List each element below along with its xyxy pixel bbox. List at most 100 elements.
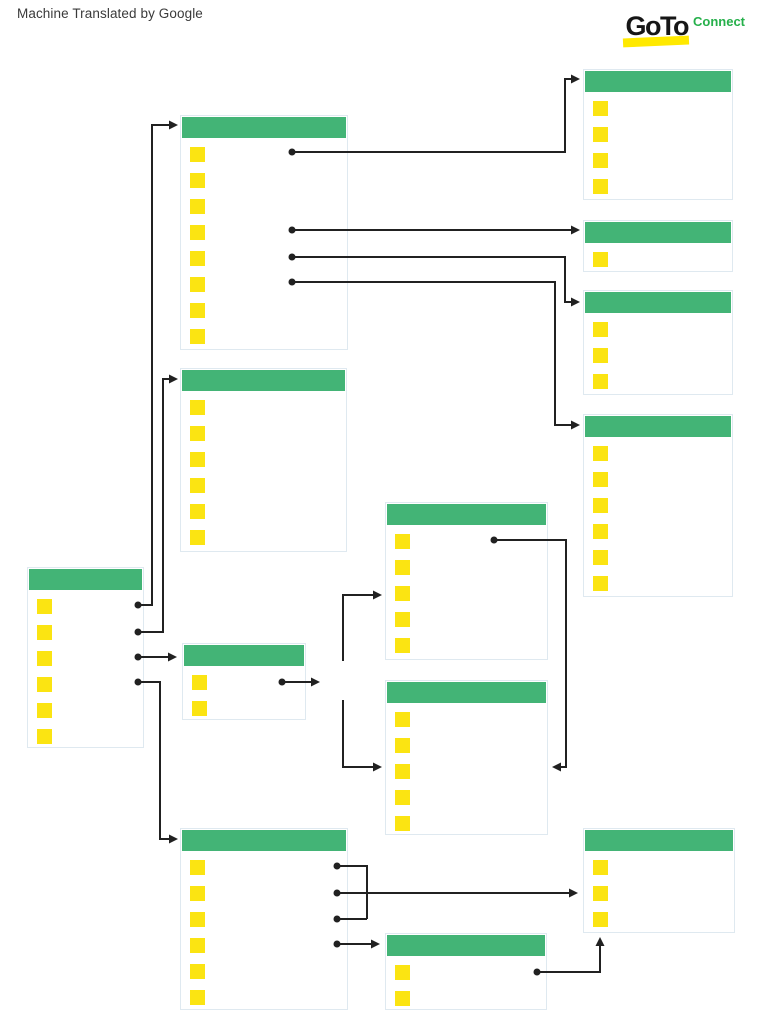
redacted-item bbox=[593, 886, 608, 901]
redacted-item bbox=[593, 446, 608, 461]
redacted-item bbox=[190, 964, 205, 979]
arrowhead-icon bbox=[569, 888, 578, 898]
redacted-item bbox=[190, 400, 205, 415]
connector-dot-icon bbox=[134, 601, 142, 609]
redacted-item bbox=[395, 560, 410, 575]
box-header bbox=[182, 117, 346, 138]
connector-dot-icon bbox=[288, 148, 296, 156]
diagram-box-right-3 bbox=[583, 290, 733, 395]
connector-dot-icon bbox=[134, 653, 142, 661]
redacted-item bbox=[190, 504, 205, 519]
redacted-item bbox=[190, 452, 205, 467]
redacted-item bbox=[37, 599, 52, 614]
connector-dot-icon bbox=[288, 226, 296, 234]
redacted-item bbox=[190, 938, 205, 953]
box-header bbox=[585, 416, 731, 437]
redacted-item bbox=[190, 530, 205, 545]
connector-dot-icon bbox=[490, 536, 498, 544]
redacted-item bbox=[395, 638, 410, 653]
diagram-box-mid-a bbox=[385, 502, 548, 660]
redacted-item bbox=[593, 912, 608, 927]
connector-dot-icon bbox=[533, 968, 541, 976]
goto-connect-logo: GoTo Connect bbox=[622, 11, 745, 48]
box-header bbox=[585, 292, 731, 313]
box-header bbox=[184, 645, 304, 666]
redacted-item bbox=[593, 101, 608, 116]
connector-bottom-mid-to-bottom-right bbox=[537, 943, 601, 973]
redacted-item bbox=[395, 816, 410, 831]
diagram-box-right-4 bbox=[583, 414, 733, 597]
redacted-item bbox=[395, 738, 410, 753]
redacted-item bbox=[190, 426, 205, 441]
box-header bbox=[387, 682, 546, 703]
connector-dot-icon bbox=[288, 253, 296, 261]
box-header bbox=[182, 830, 346, 851]
redacted-item bbox=[190, 990, 205, 1005]
redacted-item bbox=[593, 576, 608, 591]
redacted-item bbox=[395, 534, 410, 549]
arrowhead-icon bbox=[571, 225, 580, 235]
connector-mid-a-to-mid-b bbox=[494, 539, 567, 768]
redacted-item bbox=[395, 965, 410, 980]
redacted-item bbox=[37, 651, 52, 666]
redacted-item bbox=[395, 586, 410, 601]
redacted-item bbox=[190, 303, 205, 318]
diagram-box-mid-main bbox=[180, 368, 347, 552]
redacted-item bbox=[190, 912, 205, 927]
redacted-item bbox=[190, 147, 205, 162]
connector-top-main-to-right-4 bbox=[292, 281, 574, 426]
arrowhead-icon bbox=[373, 590, 382, 600]
redacted-item bbox=[593, 374, 608, 389]
arrowhead-icon bbox=[169, 374, 178, 384]
redacted-item bbox=[395, 612, 410, 627]
connector-dot-icon bbox=[134, 678, 142, 686]
arrowhead-icon bbox=[373, 762, 382, 772]
arrowhead-icon bbox=[571, 420, 580, 430]
connector-dot-icon bbox=[333, 889, 341, 897]
arrowhead-icon bbox=[552, 762, 561, 772]
box-header bbox=[585, 222, 731, 243]
connector-bracket-to-mid-b bbox=[342, 700, 376, 768]
redacted-item bbox=[395, 991, 410, 1006]
redacted-item bbox=[593, 179, 608, 194]
logo-product-text: Connect bbox=[693, 14, 745, 29]
redacted-item bbox=[395, 790, 410, 805]
redacted-item bbox=[190, 277, 205, 292]
redacted-item bbox=[593, 498, 608, 513]
arrowhead-icon bbox=[168, 652, 177, 662]
connector-top-main-to-right-1 bbox=[292, 78, 574, 153]
diagram-box-bottom-mid bbox=[385, 933, 547, 1010]
arrowhead-icon bbox=[371, 939, 380, 949]
diagram-box-top-main bbox=[180, 115, 348, 350]
redacted-item bbox=[37, 677, 52, 692]
redacted-item bbox=[593, 348, 608, 363]
arrowhead-icon bbox=[311, 677, 320, 687]
redacted-item bbox=[593, 322, 608, 337]
diagram-box-right-2 bbox=[583, 220, 733, 272]
connector-root-to-bottom-main bbox=[138, 681, 172, 840]
arrowhead-icon bbox=[169, 120, 178, 130]
redacted-item bbox=[593, 153, 608, 168]
box-header bbox=[585, 71, 731, 92]
redacted-item bbox=[395, 712, 410, 727]
redacted-item bbox=[37, 729, 52, 744]
connector-dot-icon bbox=[134, 628, 142, 636]
logo-goto-text: GoTo bbox=[625, 11, 690, 41]
redacted-item bbox=[37, 703, 52, 718]
redacted-item bbox=[593, 550, 608, 565]
connector-bracket-to-mid-a bbox=[342, 594, 376, 661]
redacted-item bbox=[192, 675, 207, 690]
box-header bbox=[29, 569, 142, 590]
arrowhead-icon bbox=[571, 74, 580, 84]
redacted-item bbox=[190, 860, 205, 875]
diagram-box-root bbox=[27, 567, 144, 748]
redacted-item bbox=[190, 251, 205, 266]
connector-dot-icon bbox=[288, 278, 296, 286]
connector-root-to-top-main bbox=[138, 124, 172, 606]
box-header bbox=[387, 504, 546, 525]
redacted-item bbox=[593, 252, 608, 267]
arrowhead-icon bbox=[595, 937, 605, 946]
redacted-item bbox=[395, 764, 410, 779]
